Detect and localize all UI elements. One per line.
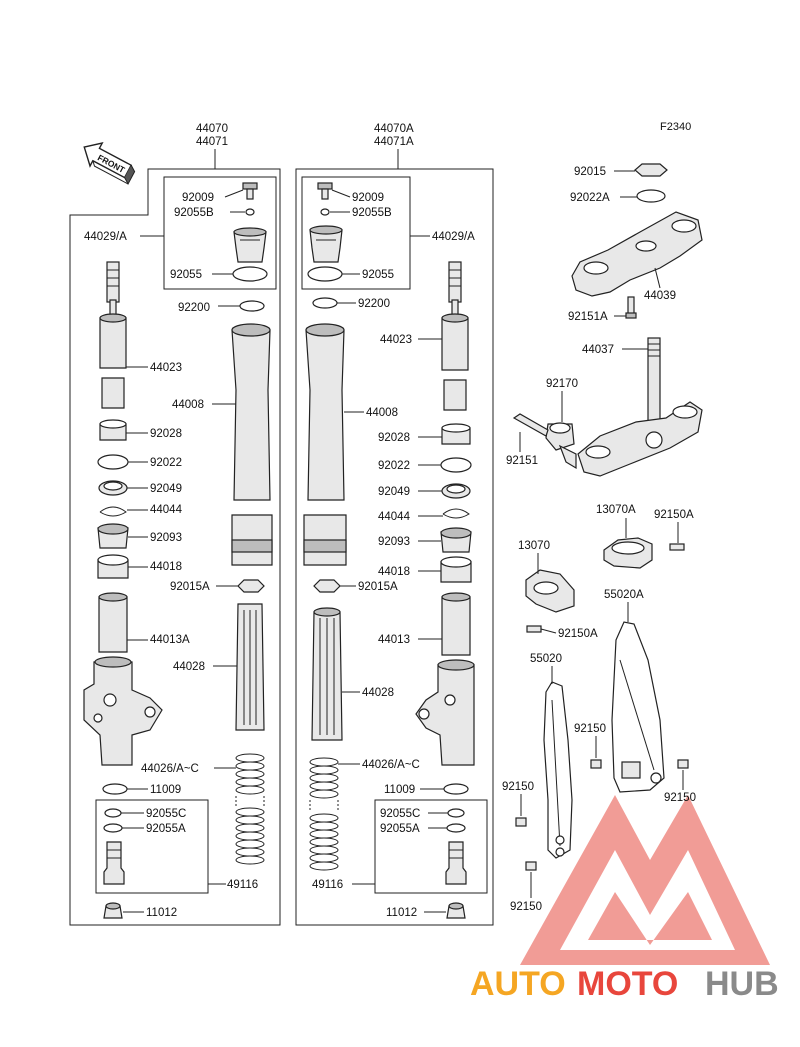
left-label-44028: 44028 [173,661,205,673]
steer-label-13070: 13070 [518,540,550,552]
right-label-11012: 11012 [386,907,417,919]
steer-label-92015: 92015 [574,166,606,178]
front-arrow-icon: FRONT [83,142,136,186]
left-label-44026: 44026/A~C [141,763,199,775]
left-label-92055: 92055 [170,269,202,281]
left-label-44013: 44013A [150,634,190,646]
right-label-44023: 44023 [380,334,412,346]
right-label-44028: 44028 [362,687,394,699]
right-label-92200: 92200 [358,298,390,310]
steer-label-92150-3: 92150 [502,781,534,793]
right-fork-group: 44070A 44071A 92009 92055B 92055 44029/A… [295,123,494,926]
right-label-92055a: 92055A [380,823,420,835]
left-label-92093: 92093 [150,532,182,544]
right-label-44044: 44044 [378,511,411,523]
steer-label-92150-1: 92150 [574,723,606,735]
left-fork-assembly-1: 44070 [196,123,228,135]
right-label-49116: 49116 [312,879,343,891]
right-label-92055c: 92055C [380,808,420,820]
right-fork-assembly-2: 44071A [374,136,414,148]
right-label-92022: 92022 [378,460,410,472]
left-label-44008: 44008 [172,399,204,411]
right-label-44008: 44008 [366,407,398,419]
right-label-92055b: 92055B [352,207,392,219]
steer-label-92150-2: 92150 [664,792,696,804]
left-label-11012: 11012 [146,907,177,919]
left-label-11009: 11009 [150,784,181,796]
steer-label-44037: 44037 [582,344,614,356]
right-label-44013: 44013 [378,634,410,646]
left-label-44018: 44018 [150,561,182,573]
left-label-44029a: 44029/A [84,231,127,243]
right-label-92015a: 92015A [358,581,398,593]
left-fork-assembly-2: 44071 [196,136,228,148]
left-fork-group: 44070 44071 92009 92055B 92055 44029/A 9… [69,123,281,926]
left-label-92028: 92028 [150,428,182,440]
right-label-44029a: 44029/A [432,231,475,243]
left-label-49116: 49116 [227,879,258,891]
steer-label-92150a-top: 92150A [654,509,694,521]
watermark-triangle-logo [520,795,770,965]
left-label-92055b: 92055B [174,207,214,219]
right-label-92055: 92055 [362,269,394,281]
right-fork-assembly-1: 44070A [374,123,414,135]
watermark-text-hub: HUB [705,965,779,1003]
left-label-92055a: 92055A [146,823,186,835]
left-label-92200: 92200 [178,302,210,314]
right-label-44018: 44018 [378,566,410,578]
steer-label-92150a: 92150A [558,628,598,640]
figure-code: F2340 [660,121,691,133]
left-label-92009: 92009 [182,192,214,204]
left-label-92022: 92022 [150,457,182,469]
left-label-44023: 44023 [150,362,182,374]
right-label-92009: 92009 [352,192,384,204]
left-label-92055c: 92055C [146,808,186,820]
steer-label-13070a: 13070A [596,504,636,516]
watermark-text-auto: AUTO [470,965,566,1003]
left-label-92049: 92049 [150,483,182,495]
steer-label-55020: 55020 [530,653,562,665]
steering-group: 92015 92022A 44039 92151A 44037 9 [502,163,703,913]
watermark-text-moto: MOTO [577,965,678,1003]
steer-label-92151a: 92151A [568,311,608,323]
steer-label-44039: 44039 [644,290,676,302]
steer-label-92150-4: 92150 [510,901,542,913]
steer-label-92022a: 92022A [570,192,610,204]
left-label-44044: 44044 [150,504,183,516]
right-label-92049: 92049 [378,486,410,498]
right-label-92093: 92093 [378,536,410,548]
steer-label-92170: 92170 [546,378,578,390]
right-label-11009: 11009 [384,784,415,796]
right-label-92028: 92028 [378,432,410,444]
watermark: AUTO MOTO HUB [470,795,779,1003]
steer-label-55020a: 55020A [604,589,644,601]
left-label-92015a: 92015A [170,581,210,593]
steer-label-92151: 92151 [506,455,538,467]
right-label-44026: 44026/A~C [362,759,420,771]
